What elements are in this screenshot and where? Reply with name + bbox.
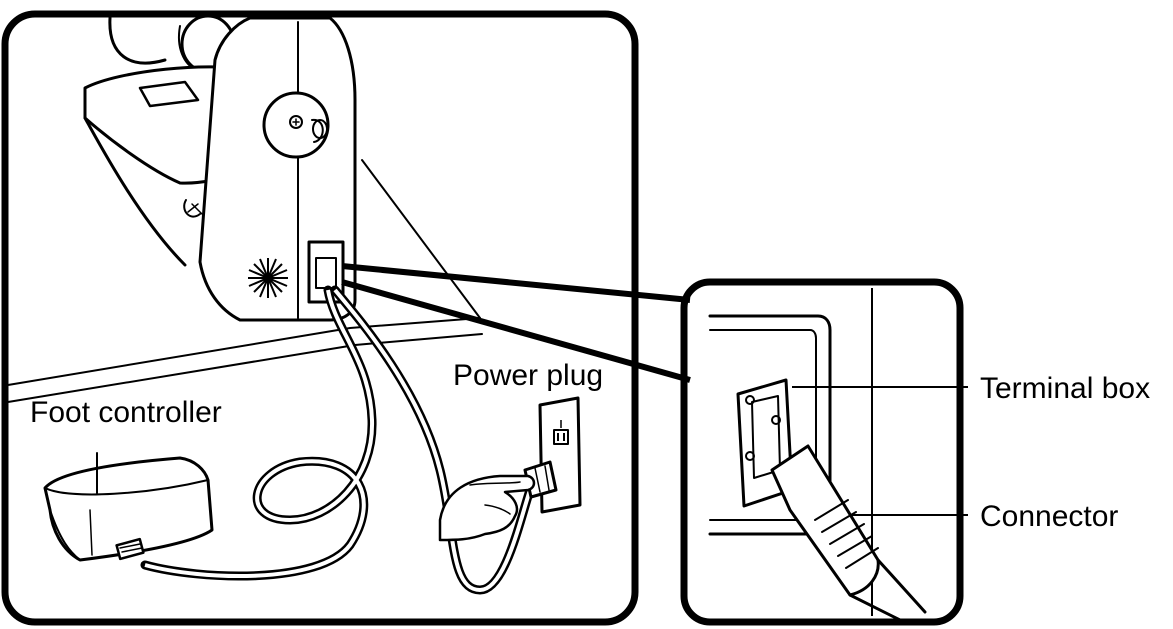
speaker-grille-icon: [248, 258, 288, 298]
callout-lines: [341, 263, 691, 383]
main-illustration-panel: [1, 10, 639, 626]
connector-label: Connector: [980, 500, 1118, 533]
sewing-machine: [83, 14, 357, 322]
wall-outlet: [538, 396, 582, 514]
foot-controller-label: Foot controller: [30, 396, 222, 429]
foot-controller: [43, 452, 214, 562]
leader-lines: [792, 386, 968, 516]
power-plug-label: Power plug: [453, 359, 603, 392]
connector: [770, 444, 927, 622]
zoom-detail-panel: [680, 278, 964, 626]
terminal-box-label: Terminal box: [980, 372, 1150, 405]
hand-illustration: [438, 474, 536, 542]
